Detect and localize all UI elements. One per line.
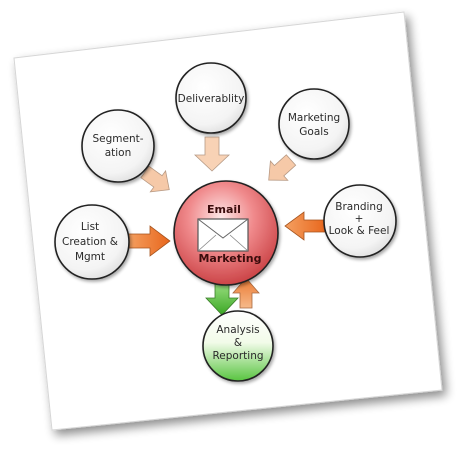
node-analysis-reporting: Analysis & Reporting — [202, 310, 274, 382]
node-label: Deliverablity — [178, 93, 245, 105]
envelope-icon — [197, 218, 249, 252]
node-label: List — [81, 221, 99, 233]
node-label: Look & Feel — [329, 225, 390, 237]
node-email-marketing: Email Marketing — [173, 180, 279, 286]
arrow-branding — [284, 211, 327, 241]
node-label: Segment- — [92, 133, 143, 145]
node-label: + — [355, 213, 364, 225]
node-segmentation: Segment- ation — [81, 109, 155, 183]
node-label: Goals — [299, 126, 328, 138]
node-list-creation: List Creation & Mgmt — [54, 204, 130, 280]
center-label-line1: Email — [207, 203, 241, 216]
node-label: Creation & — [62, 236, 118, 248]
node-branding: Branding + Look & Feel — [323, 184, 397, 258]
node-label: & — [234, 337, 242, 349]
node-label: Marketing — [288, 112, 340, 124]
node-label: Reporting — [212, 350, 263, 362]
center-label-line2: Marketing — [198, 252, 261, 265]
node-label: Analysis — [216, 324, 259, 336]
arrow-from-analysis — [232, 277, 260, 309]
node-label: Branding — [335, 201, 383, 213]
node-label: Mgmt — [75, 251, 105, 263]
arrow-list-creation — [127, 225, 171, 257]
node-label: ation — [105, 147, 132, 159]
node-marketing-goals: Marketing Goals — [278, 88, 350, 160]
arrow-marketing-goals — [268, 154, 297, 181]
arrow-deliverability — [193, 136, 231, 172]
node-deliverability: Deliverablity — [175, 62, 247, 134]
arrow-segmentation — [140, 165, 170, 193]
